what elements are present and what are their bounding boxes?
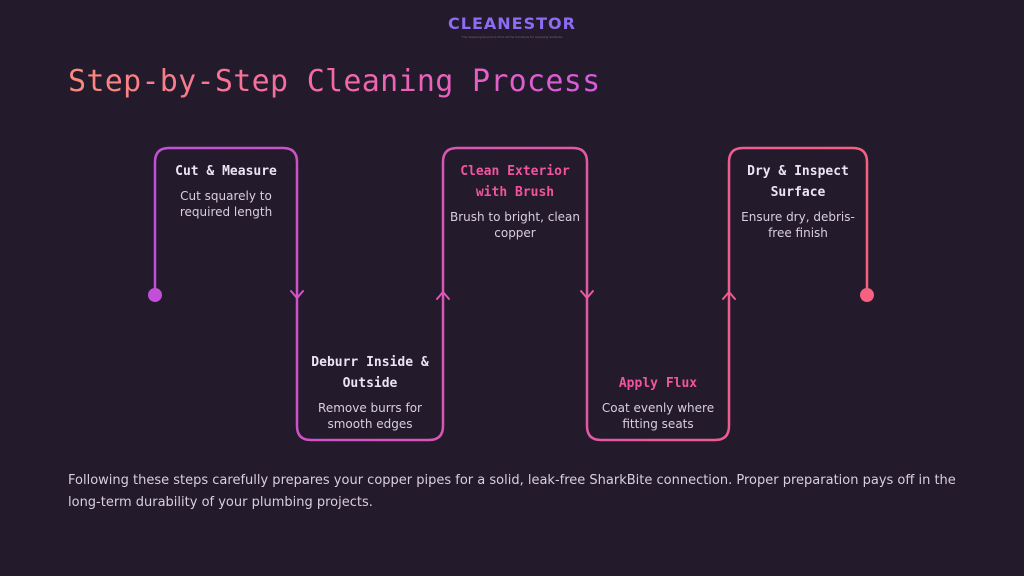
- step-1-title: Cut & Measure: [175, 164, 277, 179]
- start-dot: [148, 288, 162, 302]
- end-dot: [860, 288, 874, 302]
- footer-text: Following these steps carefully prepares…: [68, 473, 956, 510]
- step-2: Deburr Inside & Outside Remove burrs for…: [302, 352, 438, 432]
- step-5-title: Dry & Inspect Surface: [747, 164, 849, 200]
- page-title: Step-by-Step Cleaning Process: [68, 64, 601, 99]
- step-5: Dry & Inspect Surface Ensure dry, debris…: [734, 161, 862, 241]
- brand-name: CLEANESTOR: [448, 14, 576, 33]
- step-4-title: Apply Flux: [618, 376, 698, 391]
- brand-logo: CLEANESTOR The Cleaning Source to Find A…: [0, 14, 1024, 39]
- arrow-down-icon: [290, 290, 304, 299]
- step-3-description: Brush to bright, clean copper: [449, 210, 581, 240]
- step-5-description: Ensure dry, debris-free finish: [741, 210, 855, 240]
- step-3: Clean Exterior with Brush Brush to brigh…: [448, 161, 582, 241]
- step-1: Cut & Measure Cut squarely to required l…: [160, 161, 292, 220]
- step-4: Apply Flux Coat evenly where fitting sea…: [592, 373, 724, 432]
- step-2-description: Remove burrs for smooth edges: [318, 401, 422, 431]
- process-path-line: [153, 146, 869, 442]
- step-4-description: Coat evenly where fitting seats: [601, 401, 715, 431]
- arrow-up-icon: [722, 291, 736, 300]
- step-3-title: Clean Exterior with Brush: [460, 164, 570, 200]
- step-2-title: Deburr Inside & Outside: [311, 355, 429, 391]
- arrow-down-icon: [580, 290, 594, 299]
- brand-tagline: The Cleaning Source to Find All the Solu…: [461, 35, 563, 39]
- step-1-description: Cut squarely to required length: [179, 189, 273, 219]
- arrow-up-icon: [436, 291, 450, 300]
